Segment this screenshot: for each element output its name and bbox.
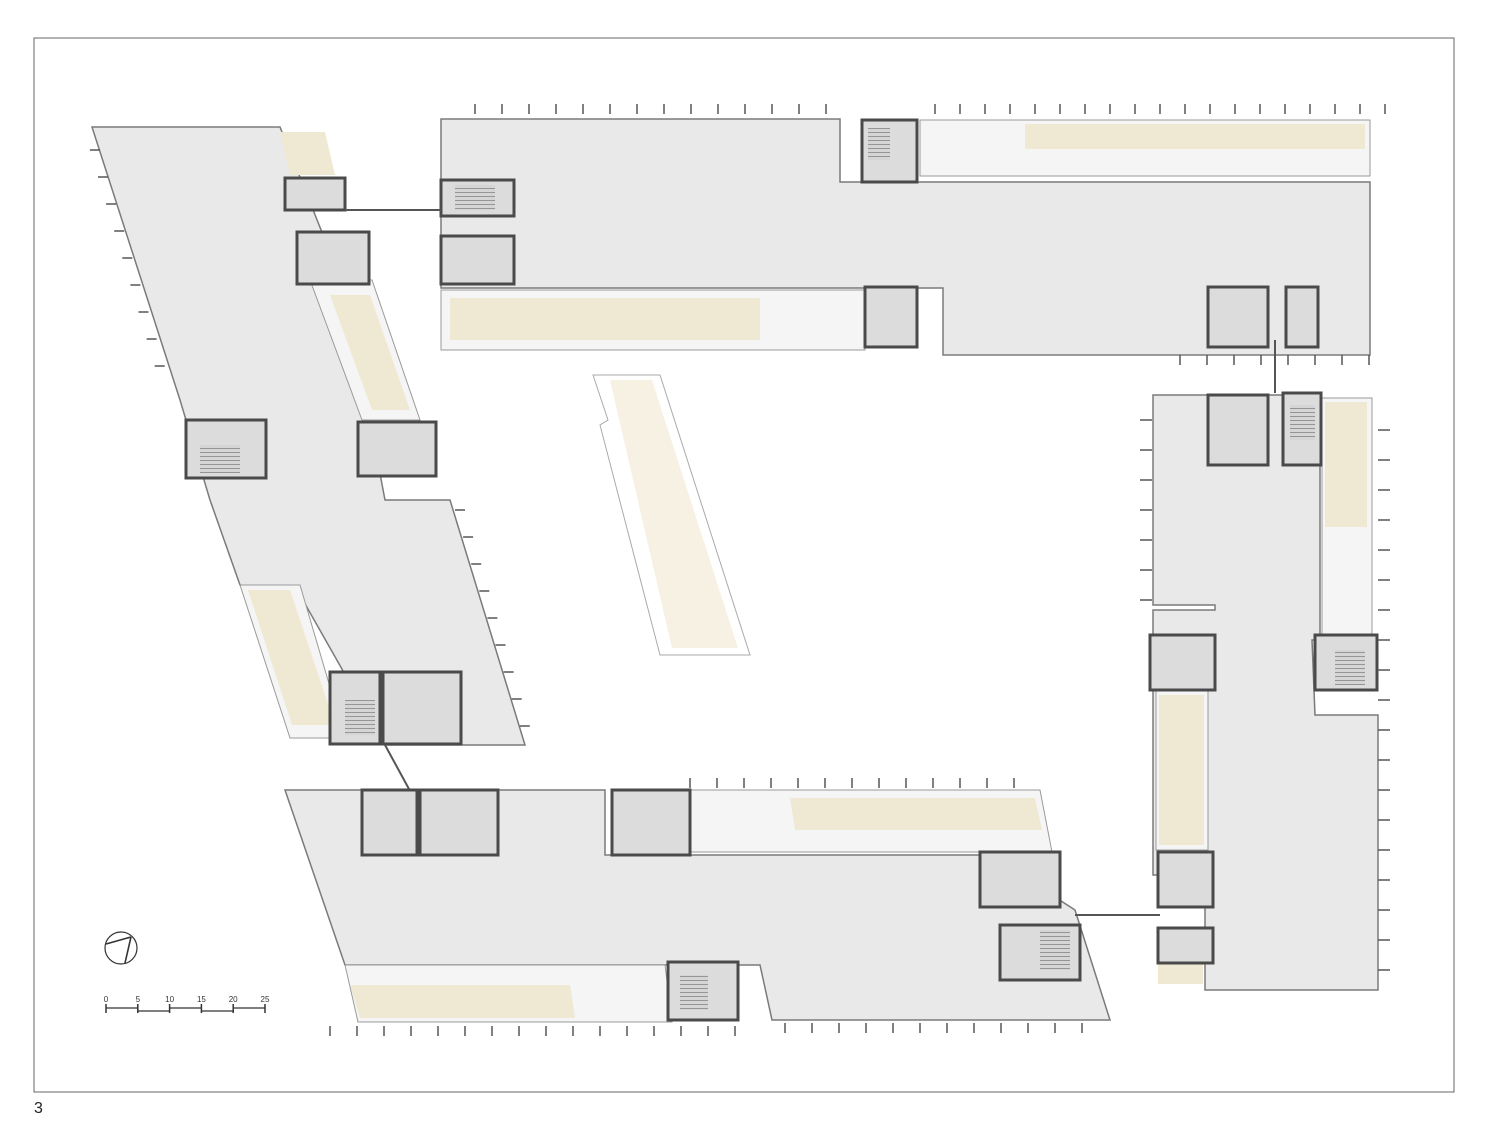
wing-east bbox=[1148, 340, 1379, 991]
page-number: 3 bbox=[34, 1100, 43, 1117]
scale-bar: 0 5 10 15 20 25 bbox=[104, 995, 270, 1013]
scale-label: 25 bbox=[261, 995, 270, 1004]
scale-label: 5 bbox=[136, 995, 141, 1004]
wing-west bbox=[90, 126, 527, 801]
scale-label: 20 bbox=[229, 995, 238, 1004]
wing-north bbox=[439, 118, 1371, 356]
scale-label: 15 bbox=[197, 995, 206, 1004]
facade-fins bbox=[89, 104, 1390, 1036]
scale-label: 0 bbox=[104, 995, 109, 1004]
scale-label: 10 bbox=[165, 995, 174, 1004]
courtyard-pool bbox=[592, 374, 751, 656]
wing-south bbox=[283, 788, 1160, 1023]
north-arrow-icon bbox=[104, 931, 138, 965]
drawing-frame bbox=[33, 37, 1455, 1093]
